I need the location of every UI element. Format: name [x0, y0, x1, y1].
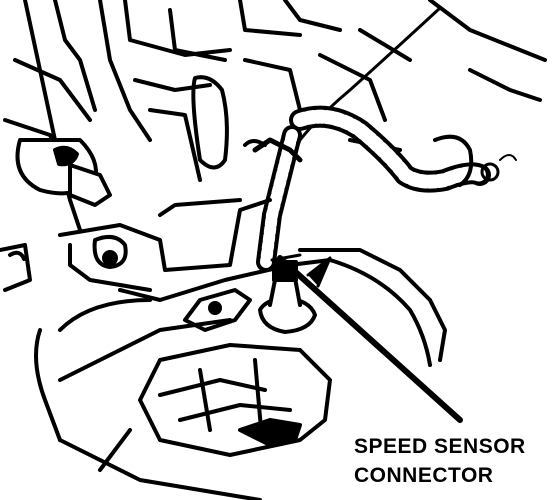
- engine-block: [0, 0, 152, 292]
- wiring-harness: [243, 6, 517, 272]
- transmission-housing: [34, 198, 447, 442]
- callout-line-2: CONNECTOR: [354, 464, 494, 487]
- callout-leader: [277, 255, 463, 423]
- lower-housing: [58, 318, 332, 500]
- speed-sensor-mount: [183, 253, 317, 334]
- callout-line-1: SPEED SENSOR: [354, 435, 526, 458]
- speed-sensor-connector-label: SPEED SENSOR CONNECTOR: [354, 432, 526, 490]
- firewall-panel: [123, 0, 547, 182]
